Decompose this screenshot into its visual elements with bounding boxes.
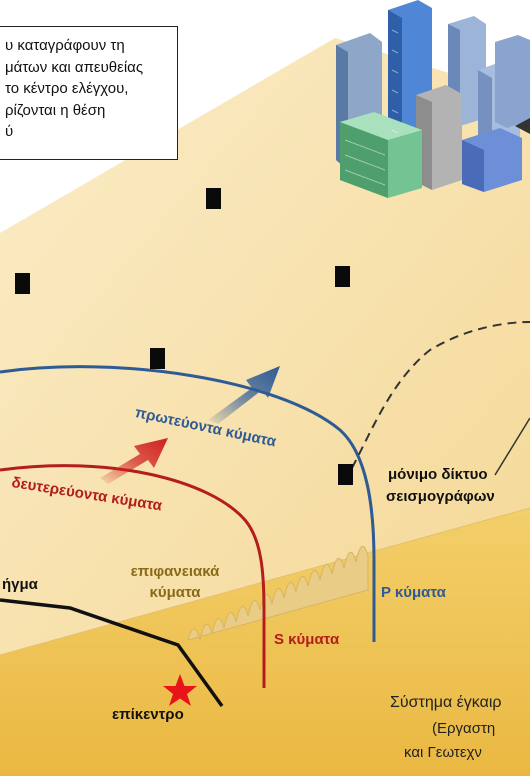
- city-buildings-icon: [336, 0, 530, 198]
- secondary-wave-arrow: [100, 438, 168, 484]
- primary-wave-front: [0, 365, 376, 642]
- epicenter-label: επίκεντρο: [112, 706, 184, 723]
- surface-waves-label-1: επιφανειακά: [130, 563, 220, 580]
- network-label-2: σεισμογράφων: [386, 488, 495, 505]
- p-waves-label: P κύματα: [381, 584, 446, 601]
- note-line: ύ: [5, 123, 14, 140]
- caption-line-2: (Εργαστη: [432, 720, 496, 737]
- seismograph-station: [15, 273, 30, 294]
- surface-waves-label-2: κύματα: [149, 584, 201, 601]
- primary-wave-arrow: [208, 366, 280, 424]
- fault-line: [0, 598, 224, 708]
- seismograph-station: [206, 188, 221, 209]
- secondary-wave-front: [0, 464, 266, 688]
- s-waves-label: S κύματα: [274, 631, 340, 648]
- seismograph-station: [150, 348, 165, 369]
- seismograph-station: [335, 266, 350, 287]
- note-line: υ καταγράφουν τη: [5, 37, 125, 54]
- info-note-box: υ καταγράφουν τη μάτων και απευθείας το …: [0, 26, 178, 160]
- caption-line-3: και Γεωτεχν: [404, 744, 482, 761]
- note-line: το κέντρο ελέγχου,: [5, 80, 129, 97]
- caption-line-1: Σύστημα έγκαιρ: [390, 694, 502, 711]
- epicenter-star-icon: [163, 674, 197, 706]
- network-label-1: μόνιμο δίκτυο: [388, 466, 488, 483]
- note-line: ρίζονται η θέση: [5, 101, 106, 119]
- surface-waves: [187, 546, 369, 641]
- note-line: μάτων και απευθείας: [5, 58, 144, 76]
- fault-label: ήγμα: [2, 576, 38, 593]
- network-link-dashed: [351, 321, 530, 469]
- seismograph-station: [338, 464, 353, 485]
